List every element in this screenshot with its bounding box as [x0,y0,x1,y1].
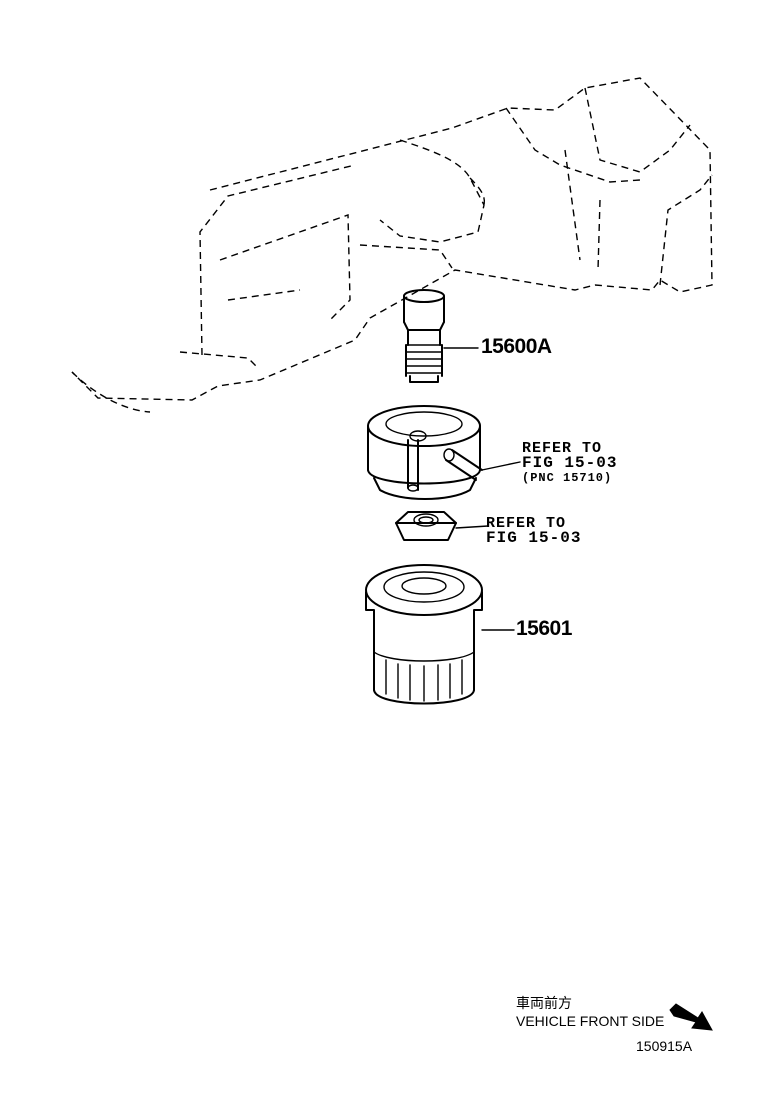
vehicle-front-label: 車両前方 VEHICLE FRONT SIDE [516,994,664,1030]
vehicle-front-label-en: VEHICLE FRONT SIDE [516,1013,665,1029]
union-bolt-part [403,289,445,383]
oil-filter-part [365,564,483,705]
reference-nut-line2: FIG 15-03 [486,529,582,547]
figure-id: 150915A [636,1038,693,1054]
arrow-down-right-icon [669,1003,713,1031]
reference-nut-line1: REFER TO [486,515,567,532]
reference-bracket-line2: FIG 15-03 [522,454,618,472]
filter-bracket-part [367,405,483,500]
reference-bracket-line3: (PNC 15710) [522,471,613,485]
part-number-oil-filter[interactable]: 15601 [516,617,572,640]
engine-block-outline [71,77,713,413]
vehicle-front-label-jp: 車両前方 [516,995,572,1011]
reference-nut[interactable]: REFER TO FIG 15-03 [486,516,581,546]
reference-bracket[interactable]: REFER TO FIG 15-03 (PNC 15710) [522,441,617,486]
hex-nut-part [395,511,457,541]
part-number-union-bolt[interactable]: 15600A [481,335,552,358]
leader-lines [443,347,521,631]
reference-bracket-line1: REFER TO [522,440,603,457]
